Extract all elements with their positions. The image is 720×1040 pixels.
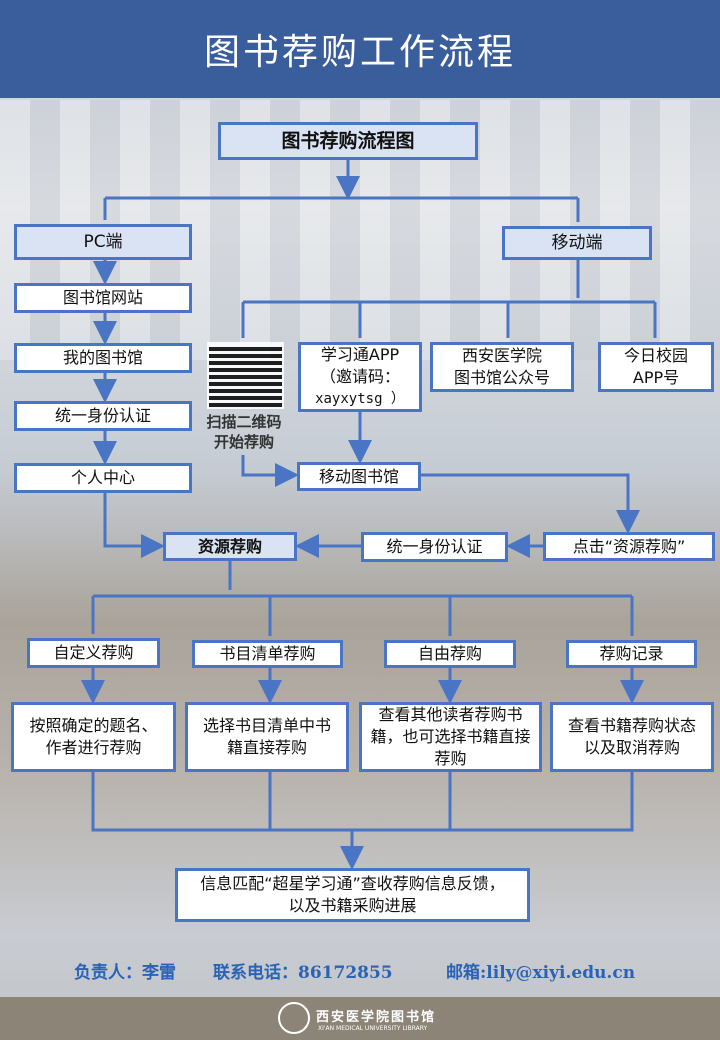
box-line: 图书馆公众号: [453, 368, 550, 387]
box-line: 学习通APP: [320, 345, 400, 364]
page-title: 图书荐购工作流程: [0, 0, 720, 98]
flowchart-title: 图书荐购流程图: [218, 122, 478, 160]
library-name-en: XI'AN MEDICAL UNIVERSITY LIBRARY: [318, 1025, 428, 1032]
method-desc: 查看书籍荐购状态以及取消荐购: [550, 702, 714, 772]
box-line: 信息匹配“超星学习通”查收荐购信息反馈，: [200, 874, 505, 893]
pc-header: PC端: [14, 224, 192, 260]
campus-app-box: 今日校园 APP号: [598, 342, 714, 392]
qr-code: [207, 342, 284, 409]
library-logo-icon: [278, 1002, 310, 1034]
method-desc: 按照确定的题名、作者进行荐购: [11, 702, 176, 772]
method-desc: 选择书目清单中书籍直接荐购: [185, 702, 349, 772]
method-desc: 查看其他读者荐购书籍，也可选择书籍直接荐购: [359, 702, 542, 772]
box-line: 以及书籍采购进展: [288, 896, 417, 915]
method-records: 荐购记录: [566, 640, 697, 668]
mobile-header: 移动端: [502, 226, 652, 260]
box-line: APP号: [632, 368, 680, 387]
final-feedback-box: 信息匹配“超星学习通”查收荐购信息反馈， 以及书籍采购进展: [175, 868, 530, 922]
pc-step-auth: 统一身份认证: [14, 401, 192, 431]
footer-band: [0, 997, 720, 1040]
box-line: （邀请码：: [319, 367, 400, 386]
mobile-library-box: 移动图书馆: [297, 462, 421, 491]
resource-recommend-box: 资源荐购: [163, 532, 297, 561]
pc-step-personal-center: 个人中心: [14, 463, 192, 493]
xuexitong-app-box: 学习通APP （邀请码： xayxytsg ）: [298, 342, 422, 412]
qr-note-line: 扫描二维码: [206, 413, 282, 431]
method-booklist: 书目清单荐购: [192, 640, 343, 668]
wechat-account-box: 西安医学院图书馆公众号: [430, 342, 574, 392]
qr-note-line: 开始荐购: [213, 433, 274, 451]
contact-person: 负责人：李雷: [74, 963, 176, 983]
qr-note: 扫描二维码开始荐购: [198, 412, 290, 452]
box-line: 今日校园: [623, 346, 688, 365]
pc-step-my-library: 我的图书馆: [14, 343, 192, 373]
mobile-auth-box: 统一身份认证: [361, 532, 508, 562]
contact-email[interactable]: 邮箱:lily@xiyi.edu.cn: [446, 963, 636, 983]
pc-step-library-website: 图书馆网站: [14, 283, 192, 313]
contact-phone: 联系电话：86172855: [213, 963, 393, 983]
method-custom: 自定义荐购: [27, 638, 160, 668]
box-line: 西安医学院: [461, 346, 542, 365]
invite-code: xayxytsg ）: [315, 391, 405, 407]
click-recommend-box: 点击“资源荐购”: [543, 532, 715, 561]
method-free: 自由荐购: [384, 640, 516, 668]
library-name: 西安医学院图书馆: [316, 1010, 437, 1025]
